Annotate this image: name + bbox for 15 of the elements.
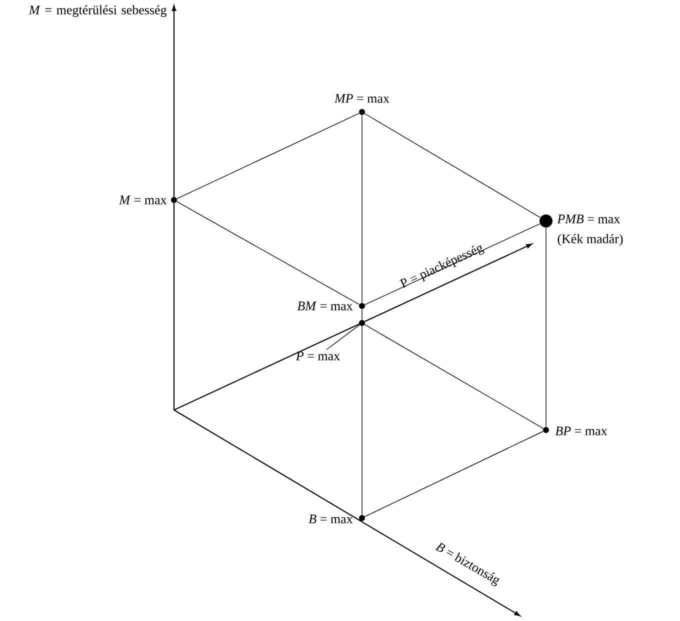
- cube-edge: [364, 113, 541, 218]
- vertex-label: (Kék madár): [558, 234, 623, 246]
- vertex-label: M = max: [119, 196, 167, 204]
- leader-line: [326, 324, 360, 350]
- vertex-label: MP = max: [334, 94, 390, 103]
- vertex-label: PMB = max: [557, 214, 620, 224]
- vertex-label: BP = max: [555, 426, 608, 436]
- vertex-label: B = max: [308, 514, 353, 524]
- cube-edge: [364, 324, 544, 429]
- vertex-label: BM = max: [297, 302, 353, 310]
- cube-edge: [176, 201, 360, 305]
- axis-title: M = megtérülési sebesség: [28, 5, 167, 18]
- cube-edge: [364, 223, 540, 305]
- cube-edge: [364, 431, 544, 517]
- cube-edge: [176, 113, 360, 199]
